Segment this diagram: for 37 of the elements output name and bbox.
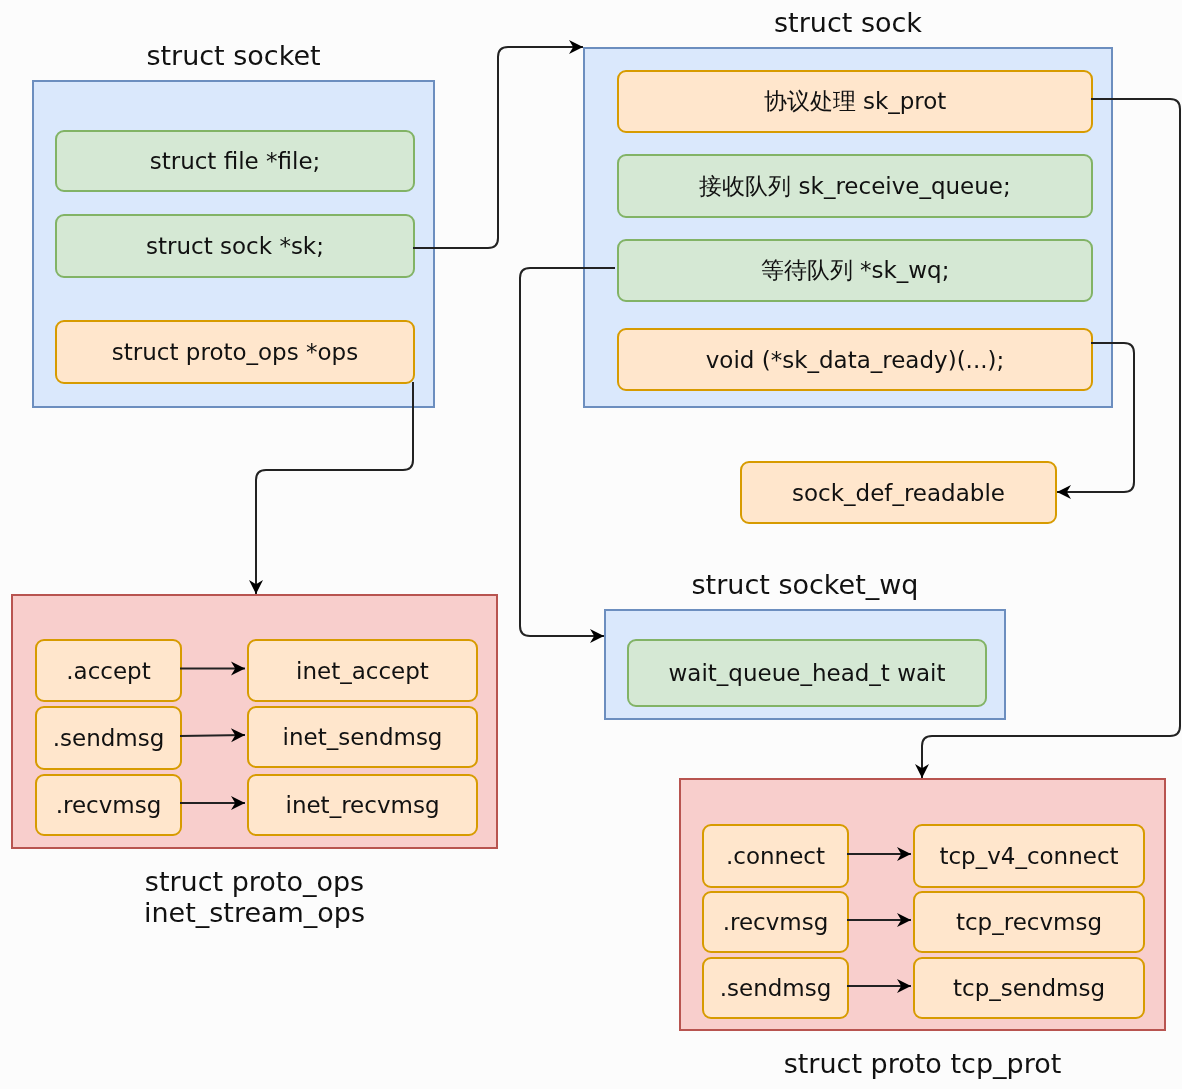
field-box: tcp_sendmsg: [913, 957, 1145, 1019]
arrow: [846, 847, 912, 861]
field-box: inet_recvmsg: [247, 774, 478, 836]
field-box: 等待队列 *sk_wq;: [617, 239, 1093, 302]
field-box: .sendmsg: [35, 706, 182, 770]
field-box: .recvmsg: [35, 774, 182, 836]
arrow: [179, 796, 246, 810]
field-box: .sendmsg: [702, 957, 849, 1019]
arrow: [915, 98, 1181, 779]
struct-title: struct proto_ops inet_stream_ops: [142, 866, 367, 928]
field-box: .accept: [35, 639, 182, 702]
field-box: wait_queue_head_t wait: [627, 639, 987, 707]
field-box: tcp_v4_connect: [913, 824, 1145, 888]
field-box: struct proto_ops *ops: [55, 320, 415, 384]
arrow: [412, 40, 584, 249]
arrow: [1056, 342, 1135, 499]
field-box: struct file *file;: [55, 130, 415, 192]
field-box: inet_accept: [247, 639, 478, 702]
arrow: [179, 728, 246, 743]
field-box: tcp_recvmsg: [913, 891, 1145, 953]
arrow: [846, 913, 912, 927]
field-box: .recvmsg: [702, 891, 849, 953]
struct-title: struct socket_wq: [690, 569, 920, 600]
arrow: [179, 661, 246, 676]
struct-title: struct proto tcp_prot: [782, 1048, 1063, 1079]
field-box: inet_sendmsg: [247, 706, 478, 768]
arrow: [519, 267, 616, 643]
struct-title: struct socket: [145, 40, 322, 71]
field-box: struct sock *sk;: [55, 214, 415, 278]
struct-title: struct sock: [773, 7, 923, 38]
field-box: 接收队列 sk_receive_queue;: [617, 154, 1093, 218]
arrow: [249, 381, 414, 595]
field-box: void (*sk_data_ready)(...);: [617, 328, 1093, 391]
field-box: 协议处理 sk_prot: [617, 70, 1093, 133]
field-box: sock_def_readable: [740, 461, 1057, 524]
field-box: .connect: [702, 824, 849, 888]
arrow: [846, 979, 912, 993]
